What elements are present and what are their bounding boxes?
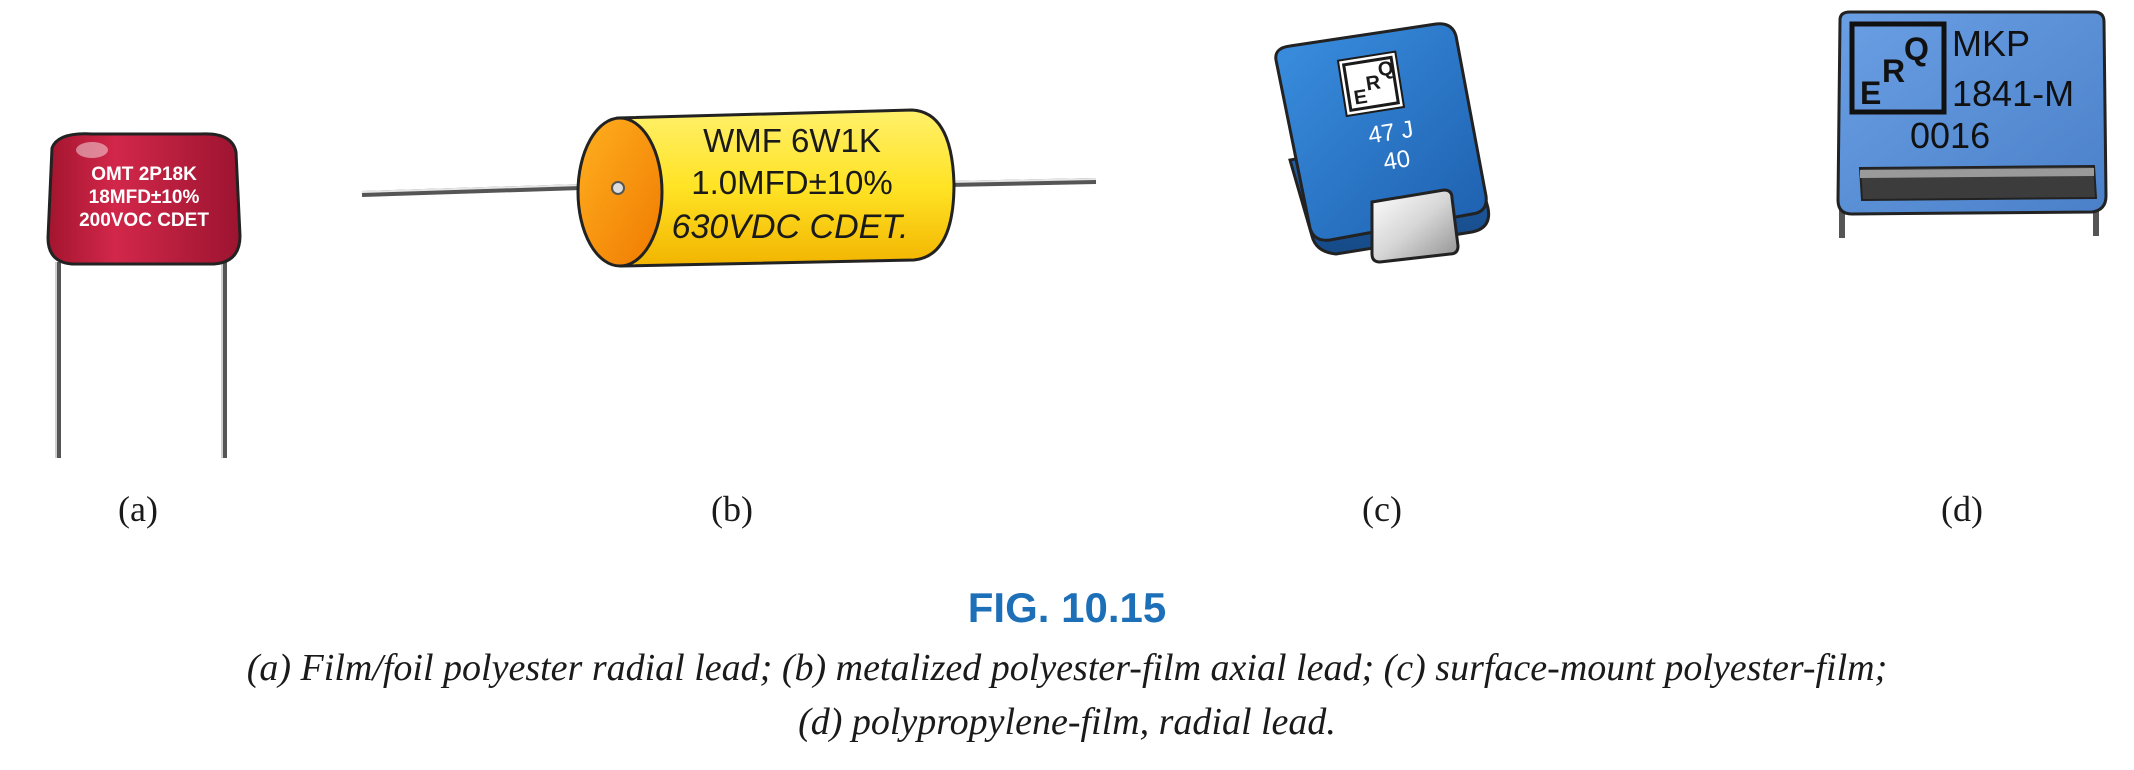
svg-text:E: E: [1352, 86, 1369, 110]
svg-text:E: E: [1860, 75, 1881, 111]
capacitor-a-body: [46, 132, 242, 266]
figure-caption-line-2: (d) polypropylene-film, radial lead.: [798, 701, 1336, 743]
capacitor-c-body: [1274, 22, 1488, 242]
capacitor-a-text1: OMT 2P18K: [91, 164, 197, 185]
capacitor-a: OMT 2P18K 18MFD±10% 200VOC CDET: [46, 132, 242, 458]
panel-label-b: (b): [711, 489, 753, 529]
svg-text:Q: Q: [1376, 57, 1395, 81]
capacitor-d: E R Q MKP 1841-M 0016: [1836, 10, 2108, 238]
capacitor-c: E R Q 47 J 40: [1274, 22, 1491, 264]
erq-logo-d: E R Q: [1849, 21, 1947, 115]
capacitor-b: WMF 6W1K 1.0MFD±10% 630VDC CDET.: [361, 108, 1097, 268]
figure-title: FIG. 10.15: [967, 584, 1167, 631]
capacitor-b-text3: 630VDC CDET.: [672, 208, 909, 246]
panel-label-d: (d): [1941, 489, 1983, 529]
svg-text:R: R: [1364, 71, 1382, 95]
capacitor-d-body: [1836, 10, 2108, 216]
capacitor-a-text2: 18MFD±10%: [89, 187, 200, 208]
capacitor-d-text1: MKP: [1952, 23, 2030, 64]
capacitor-b-text1: WMF 6W1K: [703, 122, 881, 159]
capacitor-a-text3: 200VOC CDET: [79, 210, 209, 231]
capacitor-b-body: [616, 108, 956, 268]
capacitor-b-text2: 1.0MFD±10%: [691, 164, 893, 201]
panel-label-c: (c): [1362, 489, 1402, 529]
erq-logo-c: E R Q: [1336, 50, 1406, 118]
capacitor-d-text3: 0016: [1910, 115, 1990, 156]
lead-left: [361, 183, 613, 197]
svg-text:R: R: [1882, 53, 1905, 89]
lead-right: [947, 178, 1097, 187]
capacitor-c-text2: 40: [1382, 145, 1413, 176]
panel-label-a: (a): [118, 489, 158, 529]
svg-text:Q: Q: [1904, 31, 1929, 67]
capacitor-d-text2: 1841-M: [1952, 73, 2074, 114]
capacitor-c-terminal: [1370, 188, 1460, 264]
figure-caption-line-1: (a) Film/foil polyester radial lead; (b)…: [246, 647, 1888, 689]
